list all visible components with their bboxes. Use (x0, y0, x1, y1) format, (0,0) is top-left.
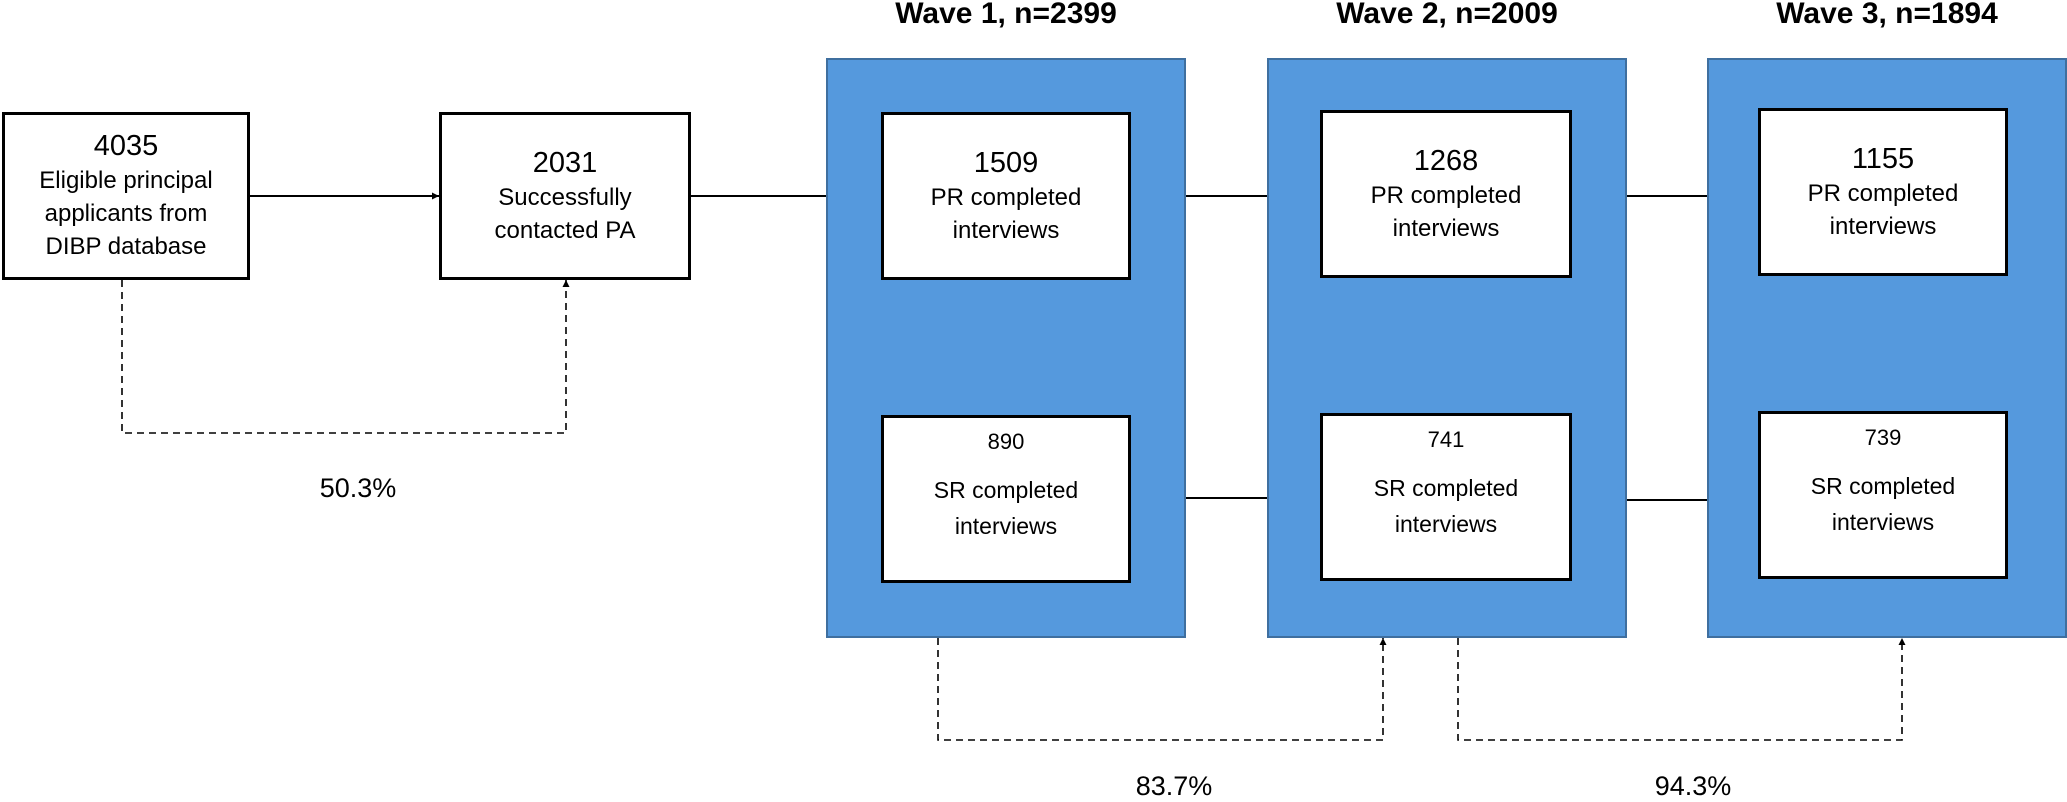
wave-1-pr-count: 1509 (973, 146, 1039, 179)
wave-2-pr-label-line-1: PR completed (1370, 181, 1522, 209)
contacted-pa-label-line-1: Successfully (498, 183, 632, 211)
wave-1-sr-count: 890 (987, 429, 1025, 454)
contacted-pa-count: 2031 (532, 146, 598, 179)
wave-3-pr-count: 1155 (1851, 142, 1915, 175)
contacted-pa-label-line-2: contacted PA (494, 216, 636, 244)
dashed-wave-1-to-2-connector (937, 638, 1387, 741)
wave-1-to-2-retention-label: 83.7% (1135, 771, 1213, 801)
contacted-pa-box: 2031 Successfully contacted PA (439, 112, 691, 280)
wave-1-title: Wave 1, n=2399 (895, 0, 1117, 30)
wave-3-sr-label-line-2: interviews (1831, 509, 1935, 535)
wave-1-pr-label-line-1: PR completed (930, 183, 1082, 211)
wave-2-pr-box: 1268 PR completed interviews (1320, 110, 1572, 278)
eligible-applicants-count: 4035 (93, 130, 159, 162)
wave-2-sr-count: 741 (1427, 427, 1465, 452)
wave-2-sr-box: 741 SR completed interviews (1320, 413, 1572, 581)
wave-3-sr-count: 739 (1864, 425, 1902, 450)
wave-2-sr-label-line-2: interviews (1394, 511, 1498, 537)
wave-1-pr-label-line-2: interviews (952, 216, 1060, 244)
contact-rate-label: 50.3% (319, 473, 397, 503)
wave-3-sr-box: 739 SR completed interviews (1758, 411, 2008, 579)
wave-3-title: Wave 3, n=1894 (1776, 0, 1998, 30)
wave-1-sr-label-line-2: interviews (954, 513, 1058, 539)
dashed-wave-2-to-3-connector (1457, 638, 1906, 741)
wave-1-sr-label-line-1: SR completed (933, 477, 1079, 503)
dashed-contact-rate-connector (121, 280, 570, 434)
eligible-applicants-label-line-2: applicants from (44, 200, 208, 227)
wave-3-pr-label-line-2: interviews (1829, 212, 1937, 240)
wave-2-pr-label-line-2: interviews (1392, 214, 1500, 242)
wave-1-sr-box: 890 SR completed interviews (881, 415, 1131, 583)
wave-3-pr-box: 1155 PR completed interviews (1758, 108, 2008, 276)
wave-3-sr-label-line-1: SR completed (1810, 473, 1956, 499)
eligible-applicants-box: 4035 Eligible principal applicants from … (2, 112, 250, 280)
wave-1-pr-box: 1509 PR completed interviews (881, 112, 1131, 280)
eligible-applicants-label-line-3: DIBP database (45, 233, 207, 260)
wave-3-pr-label-line-1: PR completed (1807, 179, 1959, 207)
wave-2-title: Wave 2, n=2009 (1336, 0, 1558, 30)
eligible-applicants-label-line-1: Eligible principal (39, 167, 213, 194)
wave-2-to-3-retention-label: 94.3% (1654, 771, 1732, 801)
wave-2-sr-label-line-1: SR completed (1373, 475, 1519, 501)
wave-2-pr-count: 1268 (1413, 144, 1479, 177)
